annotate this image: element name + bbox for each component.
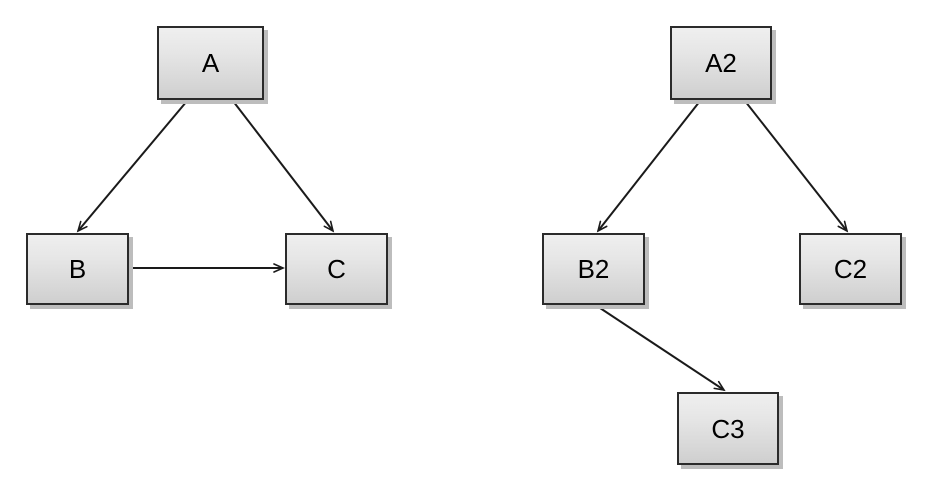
node-c[interactable]: C [285,233,388,305]
edge-a2-to-b2[interactable] [596,100,701,233]
node-c2[interactable]: C2 [799,233,902,305]
node-c3[interactable]: C3 [677,392,779,465]
node-label: A [201,48,220,78]
edge-a-to-b[interactable] [76,100,188,233]
node-label: B2 [577,254,610,284]
edge-b2-to-c3[interactable] [596,305,726,392]
edge-a-to-c[interactable] [232,100,335,233]
node-label: C2 [833,254,868,284]
node-label: C3 [711,413,745,444]
node-label: B [68,254,87,284]
node-label: C [327,254,346,284]
edge-a2-to-c2[interactable] [744,100,849,233]
node-label: A2 [705,48,737,78]
node-b[interactable]: B [26,233,129,305]
node-a2[interactable]: A2 [670,26,772,100]
node-a[interactable]: A [157,26,264,100]
edges-group [76,100,849,392]
node-b2[interactable]: B2 [542,233,645,305]
